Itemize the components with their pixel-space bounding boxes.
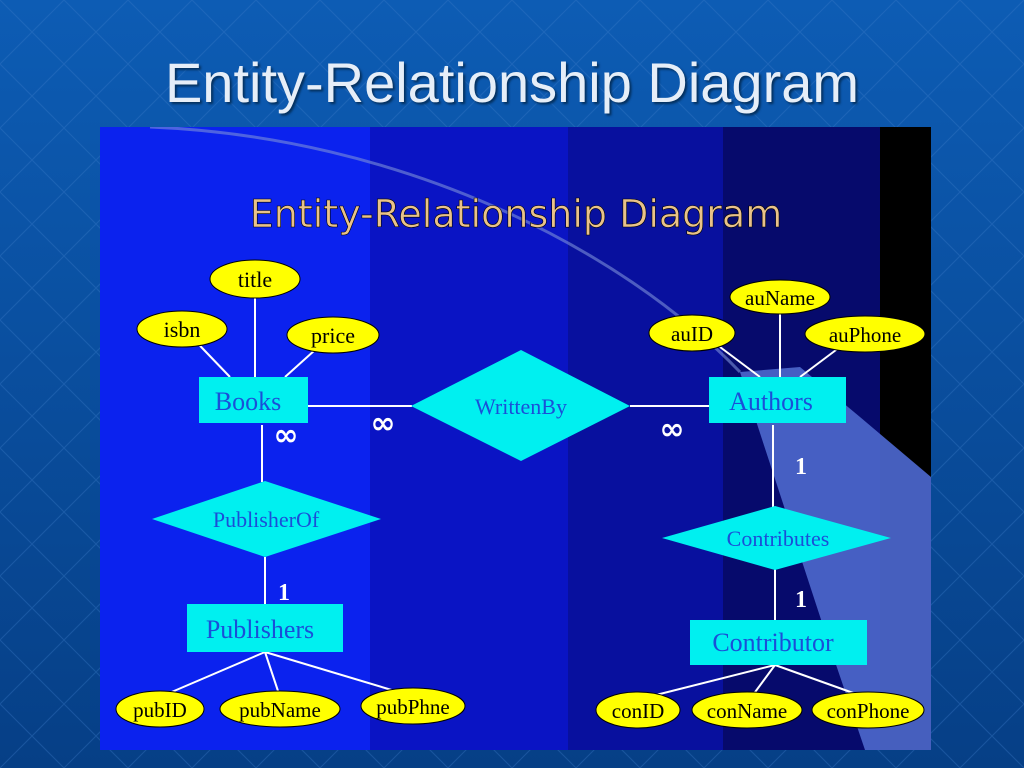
svg-text:conPhone: conPhone (827, 699, 910, 723)
relationship-contributes: Contributes (662, 506, 891, 570)
cardinality-authors-writtenby: ∞ (660, 412, 685, 447)
cardinality-publishers-publisherof: 1 (278, 580, 290, 606)
attribute-isbn: isbn (136, 310, 228, 348)
svg-text:pubPhne: pubPhne (376, 695, 450, 719)
relationship-writtenby: WrittenBy (411, 350, 630, 461)
entity-publishers: Publishers (187, 604, 343, 652)
attribute-auid: auID (648, 314, 736, 352)
cardinality-books-writtenby: ∞ (371, 406, 396, 441)
svg-text:auName: auName (745, 286, 815, 310)
svg-text:Contributor: Contributor (712, 628, 834, 657)
svg-text:Authors: Authors (729, 387, 813, 416)
svg-text:WrittenBy: WrittenBy (475, 394, 567, 419)
svg-text:auPhone: auPhone (829, 323, 901, 347)
entity-books: Books (199, 377, 308, 423)
svg-text:Books: Books (215, 387, 281, 416)
svg-text:auID: auID (671, 322, 713, 346)
attribute-title: title (209, 259, 301, 299)
attribute-auname: auName (729, 279, 831, 315)
svg-text:PublisherOf: PublisherOf (213, 507, 320, 532)
slide-title: Entity-Relationship Diagram (164, 51, 860, 114)
attribute-pubphne: pubPhne (360, 687, 466, 725)
entity-contributor: Contributor (690, 620, 867, 665)
svg-text:conName: conName (707, 699, 787, 723)
svg-text:title: title (238, 267, 272, 292)
attribute-price: price (286, 316, 380, 354)
svg-text:pubID: pubID (133, 698, 187, 722)
attribute-pubid: pubID (115, 690, 205, 728)
svg-text:Contributes: Contributes (727, 526, 830, 551)
svg-text:pubName: pubName (239, 698, 321, 722)
diagram-background (100, 127, 931, 750)
cardinality-authors-contributes: 1 (795, 454, 807, 480)
attribute-auphone: auPhone (804, 315, 926, 353)
cardinality-books-publisherof: ∞ (274, 418, 299, 453)
cardinality-contributor-contributes: 1 (795, 587, 807, 613)
entity-authors: Authors (709, 377, 846, 423)
relationship-publisherof: PublisherOf (152, 481, 381, 557)
svg-text:conID: conID (612, 699, 664, 723)
svg-text:isbn: isbn (164, 317, 201, 342)
svg-text:Publishers: Publishers (206, 615, 314, 644)
svg-text:price: price (311, 323, 355, 348)
attribute-pubname: pubName (219, 690, 341, 728)
diagram-title: Entity-Relationship Diagram (250, 192, 782, 236)
er-diagram: Entity-Relationship Diagram title isbn p… (100, 127, 931, 750)
attribute-conname: conName (691, 691, 803, 729)
attribute-conid: conID (595, 691, 681, 729)
attribute-conphone: conPhone (811, 691, 925, 729)
